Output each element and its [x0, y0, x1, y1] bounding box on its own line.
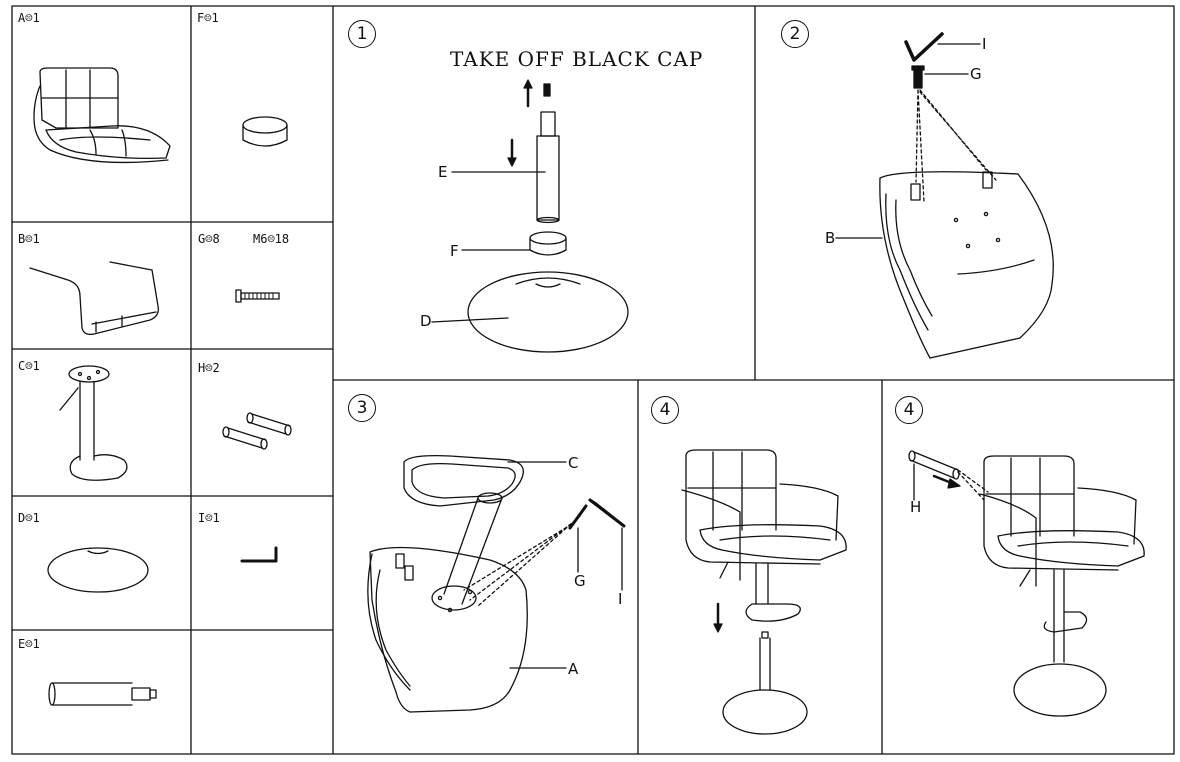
step3-callout-a: A: [568, 660, 579, 678]
part-g-label: G☹8: [198, 232, 220, 246]
step-4b-number: 4: [895, 396, 923, 424]
part-b-bracket-drawing: [29, 261, 159, 336]
part-d-label: D☹1: [18, 511, 40, 525]
step2-callout-i: I: [982, 35, 987, 53]
step3-callout-c: C: [568, 454, 579, 472]
part-h-label: H☹2: [198, 361, 220, 375]
part-b-label: B☹1: [18, 232, 40, 246]
step1-callout-e: E: [438, 163, 448, 181]
part-a-seat-drawing: [33, 67, 171, 164]
part-d-base-drawing: [47, 547, 149, 593]
part-a-label: A☹1: [18, 11, 40, 25]
part-g-size-label: M6☹18: [253, 232, 290, 246]
part-e-label: E☹1: [18, 637, 40, 651]
step4a-drawing: [681, 449, 847, 735]
grid-frame: [11, 5, 1175, 755]
part-e-cylinder-drawing: [48, 682, 157, 706]
step1-callout-d: D: [420, 312, 432, 330]
step-2-number: 2: [781, 20, 809, 48]
step-1-number: 1: [348, 20, 376, 48]
part-f-cap-drawing: [242, 116, 288, 147]
step-3-number: 3: [348, 394, 376, 422]
step3-callout-i: I: [618, 590, 623, 608]
step3-callout-g: G: [574, 572, 586, 590]
part-h-pins-drawing: [222, 412, 292, 450]
step1-callout-f: F: [450, 242, 459, 260]
step1-drawing: [431, 79, 629, 353]
part-c-post-drawing: [59, 365, 128, 481]
step3-drawing: [367, 454, 626, 713]
step2-drawing: [835, 32, 1054, 359]
part-i-label: I☹1: [198, 511, 220, 525]
part-f-label: F☹1: [197, 11, 219, 25]
step4b-callout-h: H: [910, 498, 922, 516]
step2-callout-b: B: [825, 229, 836, 247]
step-4a-number: 4: [651, 396, 679, 424]
step1-title: TAKE OFF BLACK CAP: [450, 47, 704, 71]
part-g-screw-drawing: [235, 289, 280, 303]
step2-callout-g: G: [970, 65, 982, 83]
step4b-drawing: [908, 450, 1145, 717]
part-i-allen-key-drawing: [240, 546, 278, 563]
part-c-label: C☹1: [18, 359, 40, 373]
